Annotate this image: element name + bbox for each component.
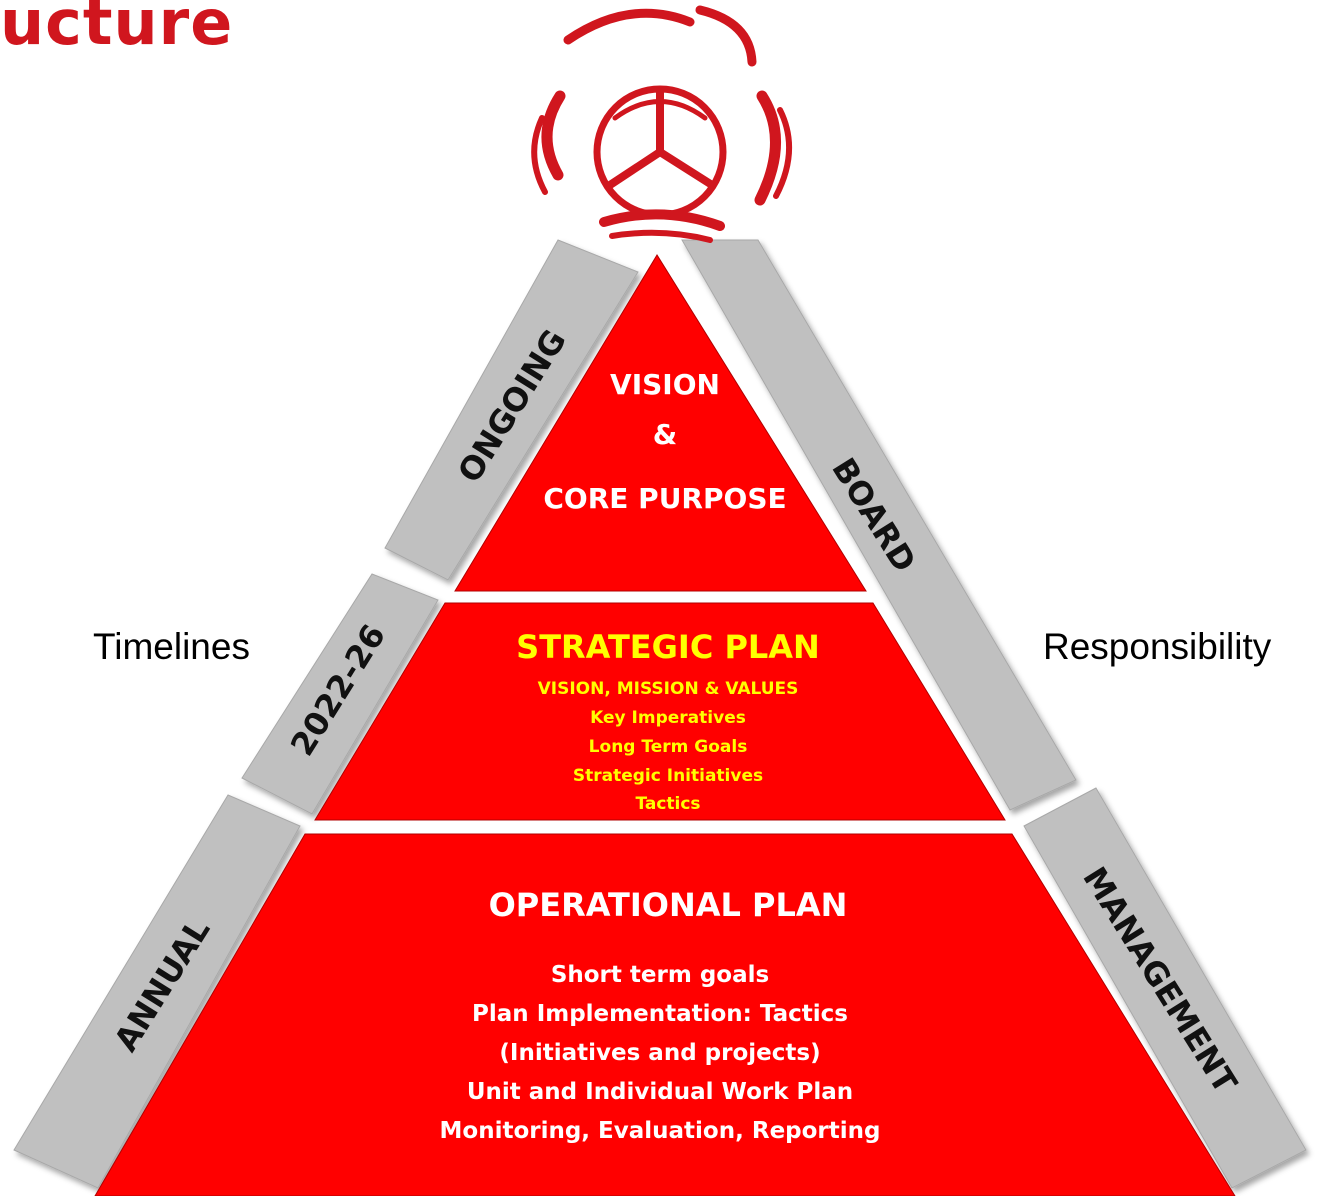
operational-item-3: (Initiatives and projects) [499,1040,821,1066]
operational-item-1: Short term goals [550,962,770,988]
timelines-label: Timelines [93,626,250,667]
tier-top-line3: CORE PURPOSE [543,482,787,515]
tier-top [454,254,867,592]
tier-bottom [94,833,1236,1196]
strategic-item-1: VISION, MISSION & VALUES [537,679,799,699]
strategic-item-5: Tactics [635,794,701,814]
page-title-fragment: ucture [0,0,234,59]
strategic-item-3: Long Term Goals [588,737,748,757]
strategic-plan-title: STRATEGIC PLAN [516,628,820,666]
logo-emblem [531,5,792,243]
tier-top-line2: & [652,418,678,451]
operational-item-2: Plan Implementation: Tactics [472,1001,848,1027]
strategic-item-4: Strategic Initiatives [572,766,764,786]
operational-item-5: Monitoring, Evaluation, Reporting [439,1118,881,1144]
tier-top-line1: VISION [610,368,720,401]
band-management [1023,787,1307,1189]
band-annual [13,794,301,1189]
band-ongoing [384,239,639,581]
strategic-item-2: Key Imperatives [590,708,746,728]
responsibility-label: Responsibility [1043,626,1272,667]
operational-item-4: Unit and Individual Work Plan [466,1079,854,1105]
operational-plan-title: OPERATIONAL PLAN [488,886,848,924]
tier-middle [314,602,1006,821]
band-2022-26 [241,573,439,815]
band-board [681,239,1077,811]
